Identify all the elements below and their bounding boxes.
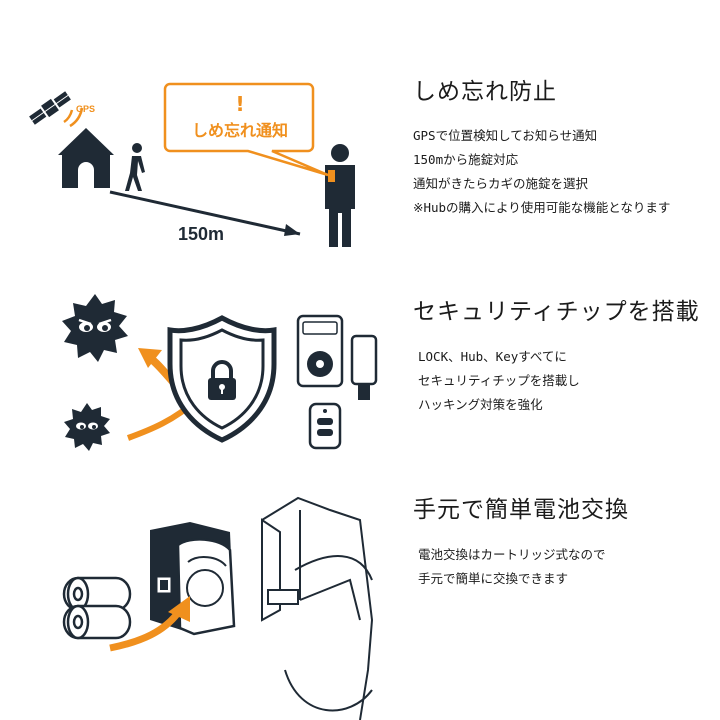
description-line: 150mから施錠対応 [413,152,519,167]
description-line: 手元で簡単に交換できます [418,571,569,586]
section-description: 電池交換はカートリッジ式なので 手元で簡単に交換できます [418,543,606,591]
hub-device-icon [350,334,378,400]
virus-icon [62,294,128,362]
battery-change-illustration [62,496,374,720]
virus-icon [64,403,110,451]
battery-cartridge-icon [150,522,236,636]
section-title: 手元で簡単電池交換 [413,497,629,523]
insert-arrow [109,607,183,652]
walking-person-icon [125,143,145,191]
description-line: 通知がきたらカギの施錠を選択 [413,176,589,191]
security-chip-illustration [62,294,378,451]
notification-bubble: ! しめ忘れ通知 [163,82,329,177]
description-line: ハッキング対策を強化 [418,397,543,412]
gps-signal-icon [63,109,74,124]
section-title: しめ忘れ防止 [413,79,557,105]
smart-lock-device-icon [296,314,344,388]
shield-lock-icon [167,315,277,443]
bubble-alert-mark: ! [235,92,244,116]
battery-icon [62,604,132,640]
house-icon [58,128,114,188]
distance-label: 150m [178,224,224,244]
key-fob-icon [308,402,342,450]
lock-body-outline [261,496,374,720]
gps-label: GPS [76,104,95,114]
description-line: 電池交換はカートリッジ式なので [418,547,606,562]
person-with-phone-icon [325,144,355,247]
section-lock-reminder: GPS 150m ! しめ忘れ通知 しめ忘れ防止 GPSで位置検知し [0,0,720,270]
section-security-chip: セキュリティチップを搭載 LOCK、Hub、Keyすべてに セキュリティチップを… [0,270,720,470]
description-line: LOCK、Hub、Keyすべてに [418,349,567,364]
description-line: セキュリティチップを搭載し [418,373,580,388]
description-line: GPSで位置検知してお知らせ通知 [413,128,598,143]
satellite-icon [29,91,71,125]
distance-arrow [109,190,301,236]
section-description: LOCK、Hub、Keyすべてに セキュリティチップを搭載し ハッキング対策を強… [418,345,580,417]
section-battery-change: 手元で簡単電池交換 電池交換はカートリッジ式なので 手元で簡単に交換できます [0,470,720,720]
bubble-text: しめ忘れ通知 [192,121,288,140]
lock-reminder-illustration: GPS 150m ! しめ忘れ通知 [29,82,355,247]
section-description: GPSで位置検知してお知らせ通知 150mから施錠対応 通知がきたらカギの施錠を… [413,124,670,220]
description-line: ※Hubの購入により使用可能な機能となります [413,200,671,215]
section-title: セキュリティチップを搭載 [413,299,700,325]
